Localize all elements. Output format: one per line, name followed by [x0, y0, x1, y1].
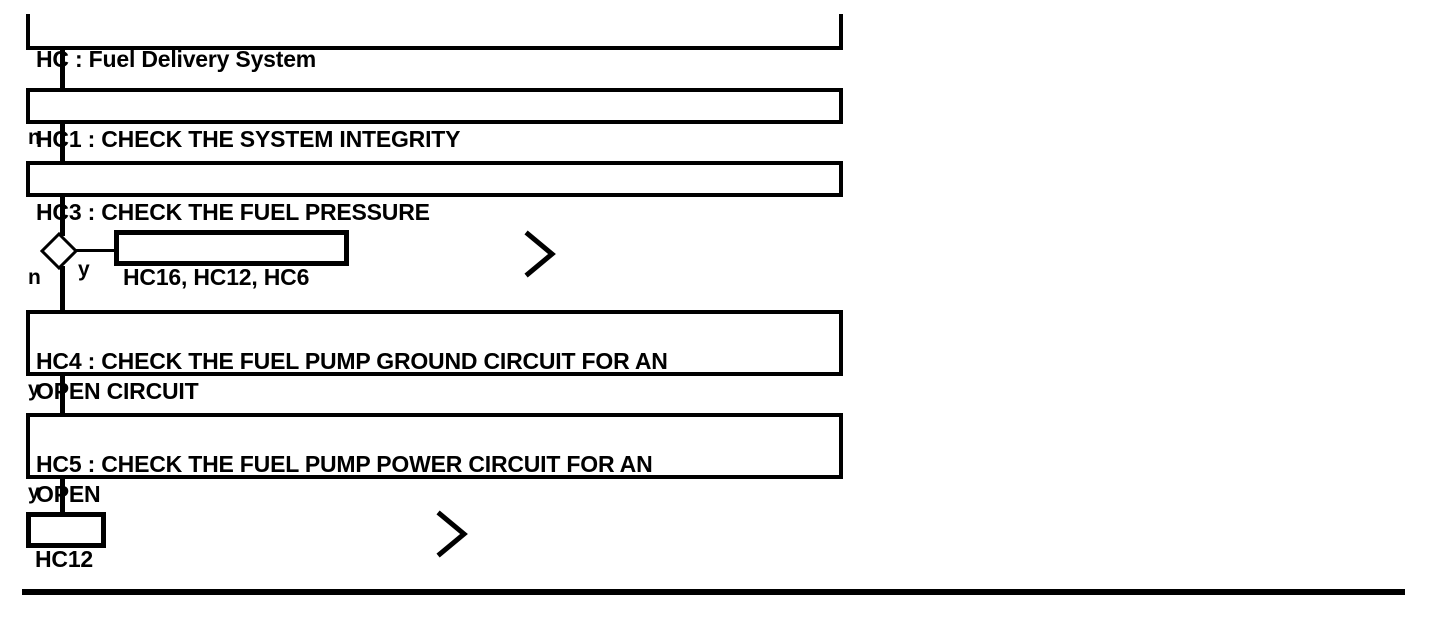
node-hc1-label: HC1 : CHECK THE SYSTEM INTEGRITY: [36, 126, 461, 152]
branch-label-hc1-to-hc3: n: [28, 126, 41, 149]
branch-label-decision-yes: y: [78, 258, 90, 281]
branch-label-hc4-to-hc5: y: [28, 378, 40, 401]
node-hc5[interactable]: HC5 : CHECK THE FUEL PUMP POWER CIRCUIT …: [26, 413, 843, 507]
diamond-icon: [39, 231, 79, 271]
connector-hc3-to-decision: [60, 196, 65, 236]
decision-diamond[interactable]: [39, 231, 79, 271]
node-ref-hc12[interactable]: HC12: [26, 512, 106, 572]
node-hc4[interactable]: HC4 : CHECK THE FUEL PUMP GROUND CIRCUIT…: [26, 310, 843, 404]
bottom-divider: [22, 589, 1405, 595]
node-hc4-label: HC4 : CHECK THE FUEL PUMP GROUND CIRCUIT…: [36, 348, 668, 404]
branch-label-hc5-to-hc12: y: [28, 481, 40, 504]
node-hc5-label: HC5 : CHECK THE FUEL PUMP POWER CIRCUIT …: [36, 451, 653, 507]
node-hc-root-label: HC : Fuel Delivery System: [36, 46, 317, 72]
connector-hc-to-hc1: [60, 47, 65, 89]
goto-marker-chevron-2[interactable]: [432, 508, 472, 560]
node-hc3[interactable]: HC3 : CHECK THE FUEL PRESSURE: [26, 161, 843, 225]
node-ref-hc16-hc12-hc6-label: HC16, HC12, HC6: [123, 264, 310, 290]
chevron-right-icon: [436, 510, 468, 558]
connector-decision-no: [60, 266, 65, 312]
connector-hc1-to-hc3: [60, 122, 65, 164]
node-hc1[interactable]: HC1 : CHECK THE SYSTEM INTEGRITY: [26, 88, 843, 152]
node-ref-hc12-label: HC12: [35, 546, 94, 572]
connector-decision-yes: [76, 249, 118, 252]
goto-marker-chevron-1[interactable]: [520, 228, 560, 280]
connector-hc4-to-hc5: [60, 374, 65, 415]
node-hc3-label: HC3 : CHECK THE FUEL PRESSURE: [36, 199, 430, 225]
branch-label-decision-no: n: [28, 266, 41, 289]
node-ref-hc16-hc12-hc6[interactable]: HC16, HC12, HC6: [114, 230, 349, 290]
chevron-right-icon: [524, 230, 556, 278]
node-hc-root[interactable]: HC : Fuel Delivery System: [26, 14, 843, 72]
connector-hc5-to-hc12: [60, 477, 65, 513]
